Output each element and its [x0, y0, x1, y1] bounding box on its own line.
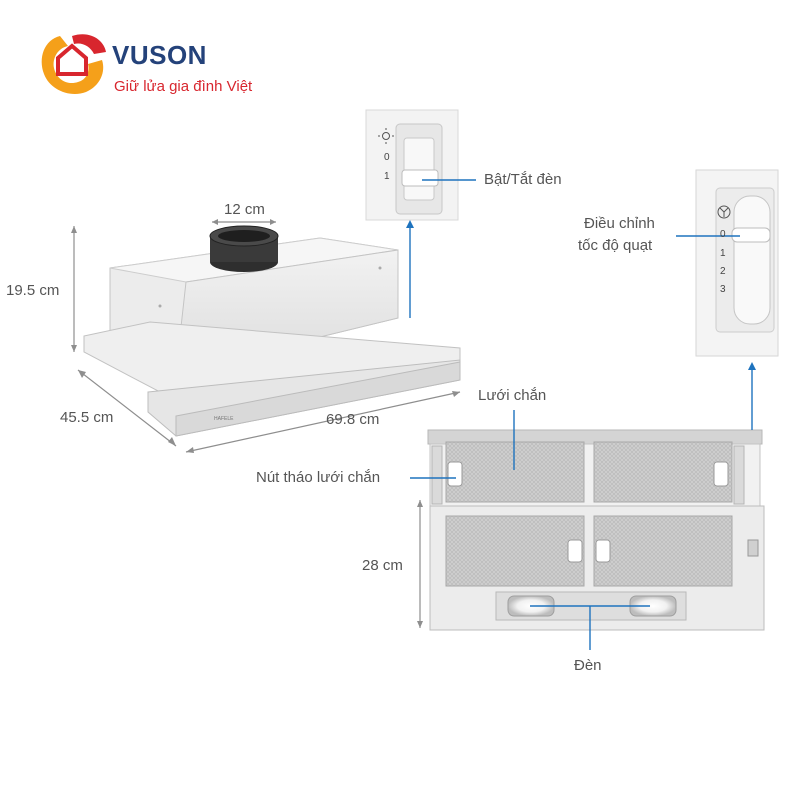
filter-label: Lưới chắn	[478, 387, 547, 404]
callout-lines	[406, 179, 756, 650]
light-switch-label: Bật/Tắt đèn	[484, 171, 562, 188]
height-label: 19.5 cm	[6, 282, 60, 299]
sun-icon	[378, 128, 394, 144]
light-switch-mark: 0	[384, 152, 390, 163]
depth-label: 45.5 cm	[60, 409, 114, 426]
brand-tagline: Giữ lửa gia đình Việt	[114, 78, 253, 95]
fan-speed-mark: 1	[720, 248, 726, 259]
fan-icon	[717, 205, 731, 219]
fan-speed-label-line1: Điều chỉnh	[584, 215, 655, 232]
range-hood-3d-view: HAFELE	[83, 225, 461, 437]
fan-speed-mark: 3	[720, 284, 726, 295]
light-switch-inset	[365, 109, 459, 221]
duct-diameter-label: 12 cm	[224, 201, 265, 218]
filter-latch-icon	[713, 461, 729, 487]
width-label: 69.8 cm	[326, 411, 380, 428]
brand-logo-icon	[41, 34, 106, 94]
filter-latch-icon	[567, 539, 583, 563]
svg-text:HAFELE: HAFELE	[214, 416, 234, 422]
front-height-label: 28 cm	[362, 557, 403, 574]
range-hood-front-view	[427, 429, 765, 631]
filter-latch-icon	[447, 461, 463, 487]
fan-speed-label-line2: tốc độ quạt	[578, 237, 653, 254]
fan-speed-inset	[695, 169, 779, 357]
fan-speed-mark: 2	[720, 266, 726, 277]
light-label: Đèn	[574, 657, 602, 674]
fan-speed-mark: 0	[720, 229, 726, 240]
filter-latch-icon	[595, 539, 611, 563]
light-switch-mark: 1	[384, 171, 390, 182]
dimension-lines	[71, 219, 461, 628]
brand-name: VUSON	[112, 40, 207, 70]
filter-release-label: Nút tháo lưới chắn	[256, 469, 381, 486]
